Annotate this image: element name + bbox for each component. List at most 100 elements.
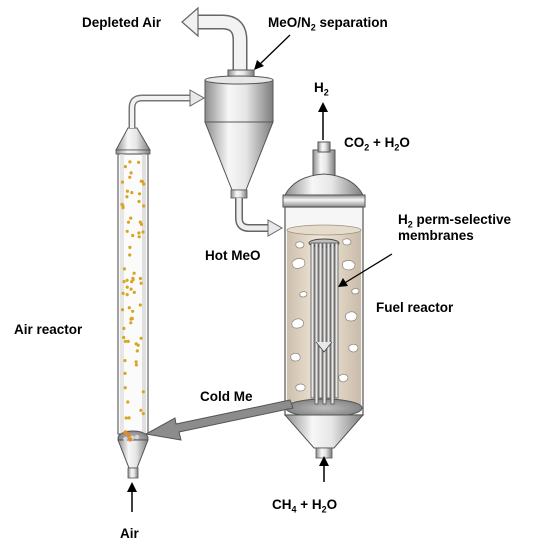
ch4-text-a: CH [272,497,292,512]
particle-dot [122,326,126,331]
label-ch4-h2o: CH4 + H2O [272,497,338,515]
separation-text-a: MeO/N [268,15,311,30]
particle-dot [123,371,127,375]
air-inlet-arrow [127,482,137,512]
membrane-tube [318,242,323,399]
cold-me-text: Cold Me [200,389,253,404]
bed-particle [126,432,131,438]
co2-text-a: CO [344,135,365,150]
particle-dot [139,281,143,285]
particle-dot [141,390,145,394]
particle-dot [129,216,133,220]
h2-text: H [314,80,324,95]
particle-dot [137,231,141,235]
particle-dot [136,343,140,347]
label-co2-h2o: CO2 + H2O [344,135,410,153]
particle-dot [126,220,131,224]
membrane-tube [310,242,315,399]
particle-dot [139,408,143,412]
particle-dot [142,204,146,208]
depleted-air-text: Depleted Air [82,15,162,30]
particle-dot [128,253,132,257]
membranes-text-b: perm-selective [412,212,512,227]
particle-dot [122,280,126,284]
label-cold-me: Cold Me [200,389,253,405]
ch4-inlet-arrow [319,456,329,482]
label-air: Air [120,526,139,542]
particle-dot [125,189,129,193]
particle-dot [121,291,125,295]
cyclone-separator [181,6,274,199]
membrane-tube [330,242,335,405]
air-text: Air [120,526,139,541]
h2-outlet-arrow [318,102,328,140]
ch4-text-b: + H [296,497,322,512]
particle-dot [131,309,135,313]
riser-to-cyclone-pipe [128,89,206,128]
label-depleted-air: Depleted Air [82,15,161,31]
particle-dot [122,267,126,271]
co2-text-c: O [399,135,410,150]
membranes-text-sub: 2 [407,219,413,230]
particle-dot [137,192,142,196]
bed-particle [123,430,128,435]
particle-dot [132,271,136,275]
particle-dot [125,285,129,289]
particle-dot [138,303,142,307]
bed-particle [123,436,128,442]
particle-dot [140,179,144,184]
particle-dot [129,287,133,291]
particle-dot [129,321,133,325]
fuel-reactor-bubbles [290,238,360,392]
particle-dot [134,360,138,364]
particle-dot [128,160,132,164]
particle-dot [120,202,124,206]
particle-dot [122,335,126,340]
particle-dot [127,416,131,420]
particle-dot [137,199,141,204]
co2-text-sub: 2 [364,142,370,153]
co2-text-b: + H [369,135,395,150]
particle-dot [130,191,134,195]
cyclone-to-fuel-reactor-pipe [235,198,284,237]
particle-dot [137,235,141,239]
particle-dot [142,182,146,186]
oxygen-carrier-particles [120,160,146,442]
particle-dot [131,233,135,238]
membranes-text-c: membranes [398,228,474,243]
particle-dot [126,339,130,343]
membrane-tube [322,242,327,405]
ch4-text-sub2: 2 [321,504,327,515]
particle-dot [141,230,145,234]
particle-dot [130,280,134,284]
separation-text-sub: 2 [310,22,316,33]
ch4-text-sub: 4 [291,504,297,515]
air-reactor [115,127,151,479]
label-h2: H2 [314,80,329,97]
label-air-reactor: Air reactor [14,322,82,338]
particle-dot [125,278,129,282]
particle-dot [128,245,132,249]
particle-dot [125,229,129,233]
fuel-reactor-text: Fuel reactor [376,300,454,315]
particle-dot [120,308,125,312]
label-fuel-reactor: Fuel reactor [376,300,453,316]
cold-me-return-arrow [144,399,294,441]
membrane-tube [334,242,339,399]
label-hot-meo: Hot MeO [205,248,261,264]
bed-particle [134,434,140,440]
particle-dot [139,336,143,340]
particle-dot [123,339,128,343]
co2-text-sub2: 2 [394,142,400,153]
particle-dot [125,195,129,199]
membrane-bundle [308,238,340,405]
membranes-text-a: H [398,212,408,227]
air-reactor-text: Air reactor [14,322,83,337]
hot-meo-text: Hot MeO [205,248,261,263]
particle-dot [127,306,131,310]
particle-dot [132,290,136,294]
ch4-text-c: O [326,497,338,512]
membrane-tube [326,242,331,399]
label-separation: MeO/N2 separation [268,15,388,33]
